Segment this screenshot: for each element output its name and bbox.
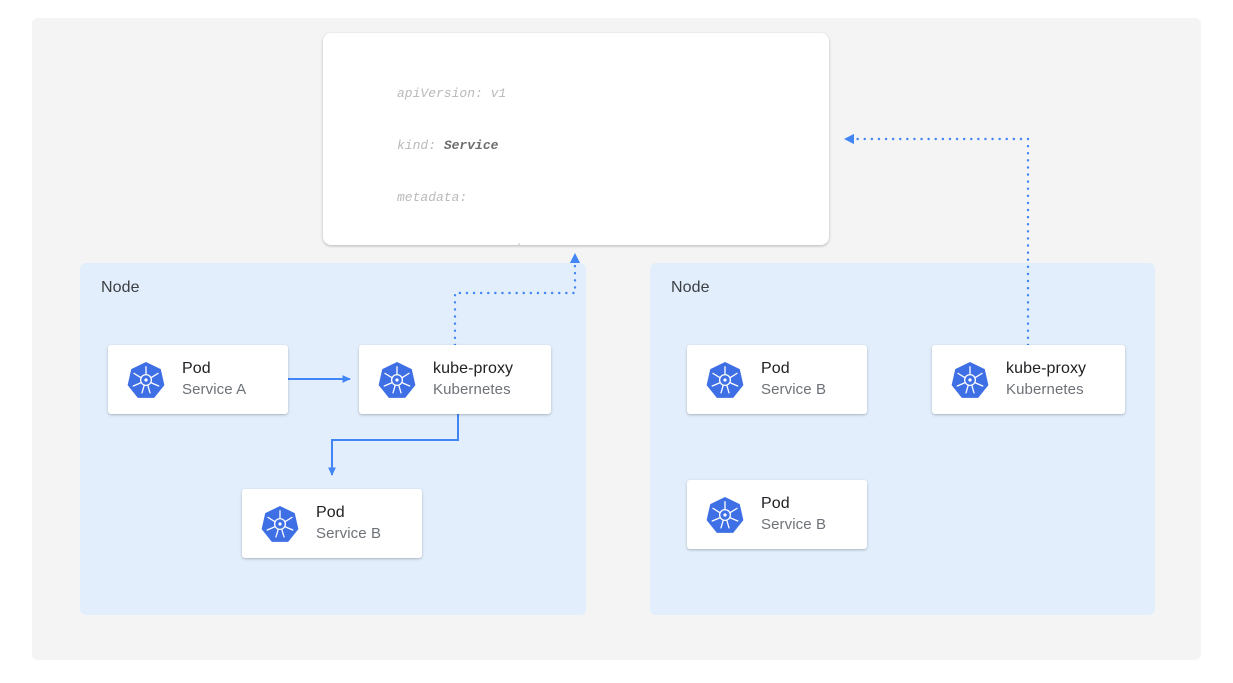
node-left-label: Node	[101, 279, 140, 296]
service-spec-card: apiVersion: v1 kind: Service metadata: n…	[323, 33, 829, 245]
node-right: Node	[650, 263, 1155, 615]
card-text: Pod Service B	[761, 359, 826, 400]
card-pod-service-b-left[interactable]: Pod Service B	[242, 489, 422, 558]
card-subtitle: Service B	[761, 381, 827, 398]
card-subtitle: Service B	[761, 516, 827, 533]
card-subtitle: Service A	[182, 381, 247, 398]
card-title: kube-proxy	[1006, 360, 1087, 377]
yaml-line-kind: kind: Service	[397, 137, 717, 154]
node-left: Node	[80, 263, 586, 615]
card-text: Pod Service B	[761, 494, 826, 535]
card-pod-service-a[interactable]: Pod Service A	[108, 345, 288, 414]
yaml-kind-prefix: kind:	[397, 138, 444, 154]
card-text: Pod Service A	[182, 359, 246, 400]
card-pod-service-b-right-top[interactable]: Pod Service B	[687, 345, 867, 414]
kubernetes-icon	[260, 504, 300, 544]
card-kube-proxy-right[interactable]: kube-proxy Kubernetes	[932, 345, 1125, 414]
card-title: Pod	[316, 504, 345, 521]
card-title: Pod	[182, 360, 211, 377]
card-text: Pod Service B	[316, 503, 381, 544]
card-subtitle: Service B	[316, 525, 382, 542]
kubernetes-icon	[705, 495, 745, 535]
card-title: Pod	[761, 360, 790, 377]
card-title: Pod	[761, 495, 790, 512]
card-title: kube-proxy	[433, 360, 514, 377]
kubernetes-icon	[126, 360, 166, 400]
yaml-line-apiversion: apiVersion: v1	[397, 85, 507, 101]
service-spec-code: apiVersion: v1 kind: Service metadata: n…	[397, 50, 717, 245]
card-text: kube-proxy Kubernetes	[1006, 359, 1086, 400]
yaml-line-name: name: my-service	[397, 241, 717, 245]
card-kube-proxy-left[interactable]: kube-proxy Kubernetes	[359, 345, 551, 414]
yaml-line-metadata: metadata:	[397, 190, 468, 206]
kubernetes-icon	[705, 360, 745, 400]
card-subtitle: Kubernetes	[1006, 381, 1084, 398]
card-text: kube-proxy Kubernetes	[433, 359, 513, 400]
card-pod-service-b-right-bottom[interactable]: Pod Service B	[687, 480, 867, 549]
card-subtitle: Kubernetes	[433, 381, 511, 398]
kubernetes-icon	[950, 360, 990, 400]
node-right-label: Node	[671, 279, 710, 296]
yaml-kind-value: Service	[443, 138, 499, 154]
kubernetes-icon	[377, 360, 417, 400]
